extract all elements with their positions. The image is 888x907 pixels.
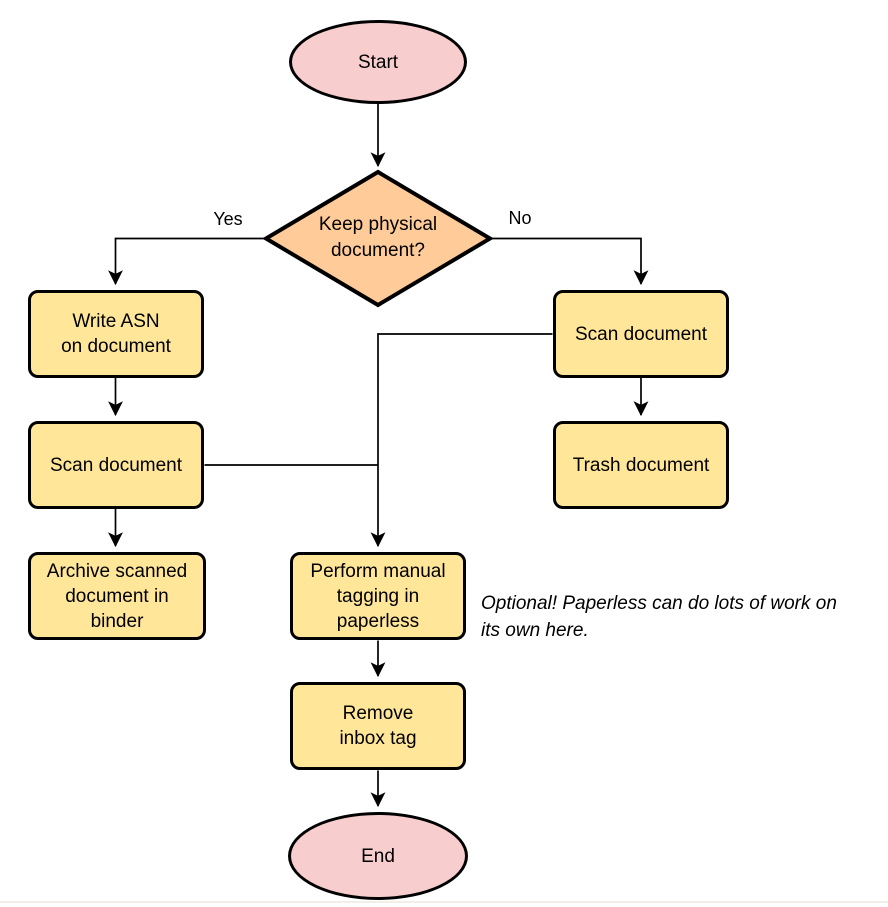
edge-decision-no-to-scan-right — [490, 237, 649, 286]
node-scan-document-left: Scan document — [28, 421, 204, 509]
edge-scan-right-to-tagging — [370, 333, 553, 548]
edge-decision-yes-to-write-asn — [108, 237, 266, 286]
optional-annotation: Optional! Paperless can do lots of work … — [481, 593, 837, 641]
node-decision-label: Keep physical document? — [318, 214, 438, 261]
edge-label-yes: Yes — [213, 209, 243, 229]
decision-diamond-shape — [262, 169, 494, 308]
node-scan-document-right: Scan document — [553, 290, 729, 378]
node-remove-inbox-tag: Remove inbox tag — [290, 682, 466, 770]
node-start: Start — [289, 20, 467, 104]
node-trash-document: Trash document — [553, 421, 729, 509]
node-write-asn: Write ASN on document — [28, 290, 204, 378]
node-end: End — [288, 812, 468, 900]
edge-label-no: No — [508, 208, 532, 228]
bottom-divider — [0, 901, 888, 903]
node-archive-in-binder: Archive scanned document in binder — [28, 552, 206, 640]
node-manual-tagging: Perform manual tagging in paperless — [290, 552, 466, 640]
